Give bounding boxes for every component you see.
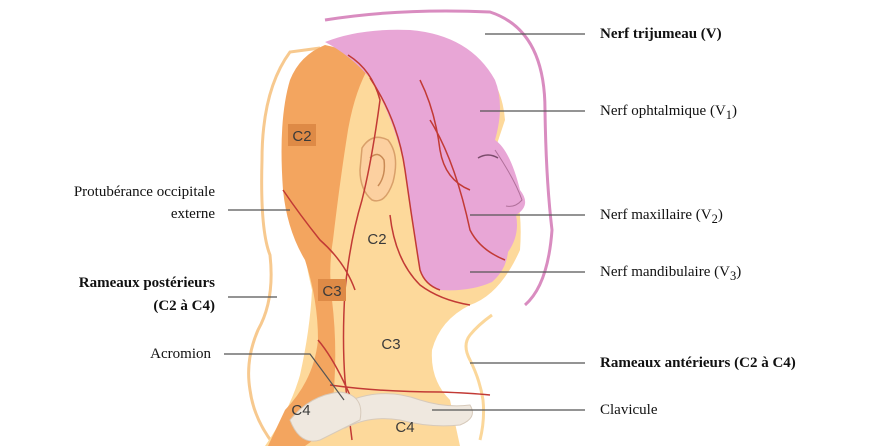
zone-c3-anterior: C3 — [381, 336, 400, 353]
label-mandibular-nerve: Nerf mandibulaire (V3) — [600, 263, 741, 285]
label-ophthalmic-text: Nerf ophtalmique (V — [600, 103, 726, 119]
label-clavicle: Clavicule — [600, 401, 657, 419]
zone-c2-posterior: C2 — [292, 128, 311, 145]
label-mandibular-close: ) — [736, 264, 741, 280]
anterior-rami-outline — [466, 315, 492, 440]
label-acromion: Acromion — [150, 345, 211, 363]
label-occipital-protuberance-line1: Protubérance occipitale — [74, 183, 215, 201]
label-anterior-rami: Rameaux antérieurs (C2 à C4) — [600, 354, 796, 372]
label-maxillary-close: ) — [718, 207, 723, 223]
label-ophthalmic-nerve: Nerf ophtalmique (V1) — [600, 102, 737, 124]
label-maxillary-text: Nerf maxillaire (V — [600, 207, 712, 223]
label-ophthalmic-close: ) — [732, 103, 737, 119]
label-occipital-protuberance-line2: externe — [171, 205, 215, 223]
label-mandibular-text: Nerf mandibulaire (V — [600, 264, 730, 280]
zone-c4-anterior: C4 — [395, 419, 414, 436]
zone-c2-anterior: C2 — [367, 231, 386, 248]
zone-c4-posterior: C4 — [291, 402, 310, 419]
zone-c3-posterior: C3 — [322, 283, 341, 300]
label-trigeminal-nerve: Nerf trijumeau (V) — [600, 25, 722, 43]
label-posterior-rami-line1: Rameaux postérieurs — [79, 274, 215, 292]
label-maxillary-nerve: Nerf maxillaire (V2) — [600, 206, 723, 228]
label-posterior-rami-line2: (C2 à C4) — [153, 297, 215, 315]
